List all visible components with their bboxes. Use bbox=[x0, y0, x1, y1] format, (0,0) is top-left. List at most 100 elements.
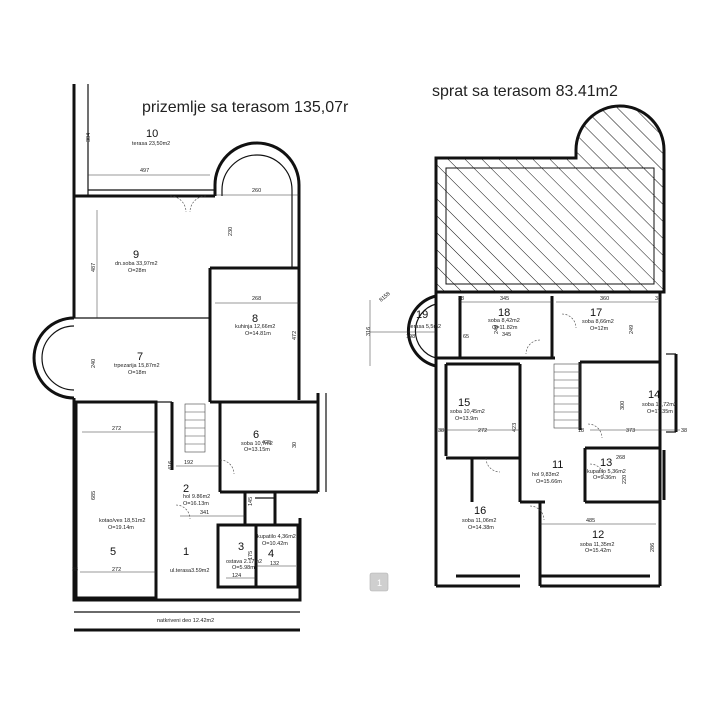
room-16-label: soba 11,06m2 bbox=[462, 518, 496, 524]
room-13-label: kupatilo 5,36m2 bbox=[587, 469, 626, 475]
dim-300: 300 bbox=[620, 401, 626, 410]
room-19-label: terasa 5,5m2 bbox=[409, 324, 441, 330]
room-2-perimeter: O=16.13m bbox=[183, 501, 209, 507]
dim-345a: 345 bbox=[500, 296, 509, 302]
dim-345b: 345 bbox=[502, 332, 511, 338]
ground-floor-title: prizemlje sa terasom 135,07r bbox=[142, 99, 349, 116]
room-10-number: 10 bbox=[146, 128, 158, 140]
ground-floor bbox=[32, 84, 327, 632]
dim-8158: 8158 bbox=[378, 291, 391, 303]
room-15-perimeter: O=13.9m bbox=[455, 416, 478, 422]
dim-132: 132 bbox=[270, 561, 279, 567]
room-17-number: 17 bbox=[590, 307, 602, 319]
room-15-label: soba 10,45m2 bbox=[450, 409, 485, 415]
dim-373: 373 bbox=[626, 428, 635, 434]
room-6-number: 6 bbox=[253, 429, 259, 441]
dim-472: 472 bbox=[292, 331, 298, 340]
room-11-label: hol 9,83m2 bbox=[532, 472, 559, 478]
dim-423: 423 bbox=[512, 423, 518, 432]
room-12-label: soba 11,35m2 bbox=[580, 542, 614, 548]
covered-area-label: natkriveni deo 12.42m2 bbox=[157, 618, 214, 624]
room-13-perimeter: O=9.36m bbox=[593, 475, 616, 481]
ground-stairs bbox=[184, 403, 206, 453]
dim-249a: 249 bbox=[494, 325, 500, 334]
room-2-label: hol 9.86m2 bbox=[183, 494, 210, 500]
room-19-number: 19 bbox=[416, 309, 428, 321]
room-5-label: kotao/ves 18,51m2 bbox=[99, 518, 145, 524]
room-8-perimeter: O=14.81m bbox=[245, 331, 271, 337]
room-6-perimeter: O=13.15m bbox=[244, 447, 270, 453]
dim-360: 360 bbox=[600, 296, 609, 302]
room-7-number: 7 bbox=[137, 351, 143, 363]
dim-485: 485 bbox=[586, 518, 595, 524]
dim-145: 145 bbox=[248, 497, 254, 506]
dim-272-upper: 272 bbox=[478, 428, 487, 434]
dim-416: 416 bbox=[168, 461, 174, 470]
room-14-label: soba 10,72m2 bbox=[642, 402, 677, 408]
page-badge-number: 1 bbox=[377, 578, 382, 588]
room-17-label: soba 8,66m2 bbox=[582, 319, 614, 325]
dim-124: 124 bbox=[232, 573, 241, 579]
room-4-label: kupatilo 4,36m2 bbox=[257, 534, 296, 540]
room-9-number: 9 bbox=[133, 249, 139, 261]
room-12-number: 12 bbox=[592, 529, 604, 541]
dim-30: 30 bbox=[292, 442, 298, 448]
room-13-number: 13 bbox=[600, 457, 612, 469]
dim-230: 230 bbox=[228, 227, 234, 236]
dim-316: 316 bbox=[366, 327, 372, 336]
room-11-perimeter: O=15.66m bbox=[536, 479, 562, 485]
dim-198: 198 bbox=[406, 334, 415, 340]
room-12-perimeter: O=15.42m bbox=[585, 548, 611, 554]
dim-286: 286 bbox=[650, 543, 656, 552]
room-2-number: 2 bbox=[183, 483, 189, 495]
room-8-number: 8 bbox=[252, 313, 258, 325]
room-15-number: 15 bbox=[458, 397, 470, 409]
room-16-perimeter: O=14.38m bbox=[468, 525, 494, 531]
dim-341: 341 bbox=[200, 510, 209, 516]
dim-425: 425 bbox=[262, 440, 271, 446]
page-badge[interactable] bbox=[369, 572, 389, 592]
room-3-label: ostava 2.17m2 bbox=[226, 559, 262, 565]
dim-192: 192 bbox=[184, 460, 193, 466]
room-7-label: trpezarija 15,87m2 bbox=[114, 363, 160, 369]
dim-38b-upper: 38 bbox=[655, 296, 661, 302]
room-11-number: 11 bbox=[552, 459, 563, 471]
dim-18: 18 bbox=[578, 428, 584, 434]
room-4-number: 4 bbox=[268, 548, 274, 560]
dim-38c-upper: 38 bbox=[438, 428, 444, 434]
dim-65: 65 bbox=[463, 334, 469, 340]
dim-384: 384 bbox=[86, 133, 92, 142]
room-18-perimeter: O=11.82m bbox=[492, 325, 518, 331]
dim-38a-upper: 38 bbox=[458, 296, 464, 302]
dim-260: 260 bbox=[252, 188, 261, 194]
dim-497: 497 bbox=[140, 168, 149, 174]
dim-220: 220 bbox=[622, 475, 628, 484]
dim-38a: 38 bbox=[72, 567, 78, 573]
room-9-label: dn.soba 33,97m2 bbox=[115, 261, 158, 267]
room-1-number: 1 bbox=[183, 546, 189, 558]
dim-685: 685 bbox=[91, 491, 97, 500]
room-14-number: 14 bbox=[648, 389, 660, 401]
dim-268: 268 bbox=[252, 296, 261, 302]
room-10-label: terasa 23,50m2 bbox=[132, 141, 170, 147]
room-9-perimeter: O=28m bbox=[128, 268, 147, 274]
dim-272b: 272 bbox=[112, 567, 121, 573]
upper-floor bbox=[369, 104, 680, 588]
dim-240: 240 bbox=[91, 359, 97, 368]
dim-249b: 249 bbox=[629, 325, 635, 334]
dim-175: 175 bbox=[248, 551, 254, 560]
upper-stairs bbox=[553, 363, 581, 429]
room-18-number: 18 bbox=[498, 307, 510, 319]
room-5-perimeter: O=19.14m bbox=[108, 525, 134, 531]
hatched-roof-area bbox=[436, 106, 664, 292]
room-5-number: 5 bbox=[110, 546, 116, 558]
room-3-perimeter: O=5.98m bbox=[232, 565, 255, 571]
room-3-number: 3 bbox=[238, 541, 244, 553]
upper-floor-title: sprat sa terasom 83.41m2 bbox=[432, 83, 618, 100]
room-14-perimeter: O=17.35m bbox=[647, 409, 673, 415]
room-18-label: soba 8,42m2 bbox=[488, 318, 520, 324]
room-8-label: kuhinja 12,66m2 bbox=[235, 324, 275, 330]
room-6-label: soba 10,7m2 bbox=[241, 441, 273, 447]
dim-487: 487 bbox=[91, 263, 97, 272]
